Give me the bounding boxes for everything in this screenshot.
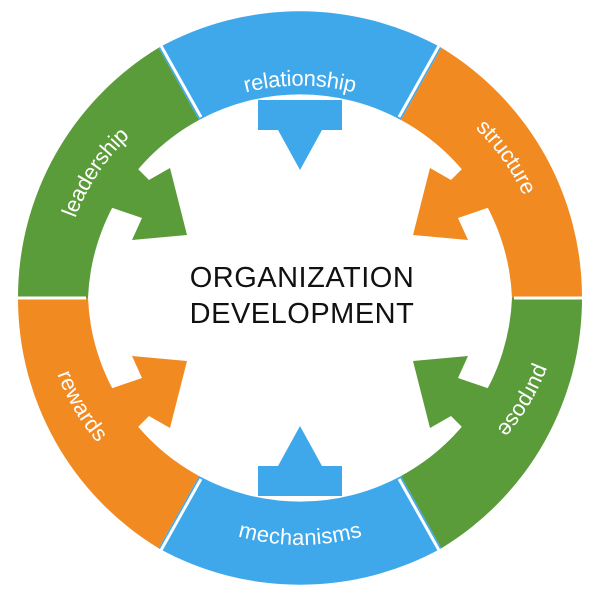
segment-purpose-arrow: [413, 356, 496, 451]
segment-leadership: [17, 47, 200, 298]
segment-leadership-ring: [17, 47, 200, 298]
segment-relationship-arrow: [258, 100, 342, 170]
segment-relationship-ring: [158, 11, 442, 120]
segment-rewards: [17, 298, 200, 549]
center-title-line2: DEVELOPMENT: [190, 298, 415, 330]
segment-mechanisms-ring: [158, 476, 442, 585]
divider-line: [397, 478, 442, 553]
segment-mechanisms-arrow: [258, 426, 342, 496]
segment-structure: [401, 47, 583, 298]
segment-leadership-arrow: [104, 145, 187, 240]
segment-rewards-ring: [17, 298, 200, 549]
segment-structure-arrow: [413, 145, 496, 240]
segment-purpose-ring: [401, 298, 583, 549]
segment-rewards-arrow: [104, 356, 187, 451]
segment-relationship: [158, 11, 442, 170]
divider-line: [158, 43, 203, 118]
segment-mechanisms: [158, 426, 442, 585]
divider-line: [158, 478, 203, 553]
segment-structure-ring: [401, 47, 583, 298]
segment-dividers: [14, 43, 586, 553]
divider-line: [397, 43, 442, 118]
center-title-line1: ORGANIZATION: [190, 262, 415, 294]
segment-purpose: [401, 298, 583, 549]
